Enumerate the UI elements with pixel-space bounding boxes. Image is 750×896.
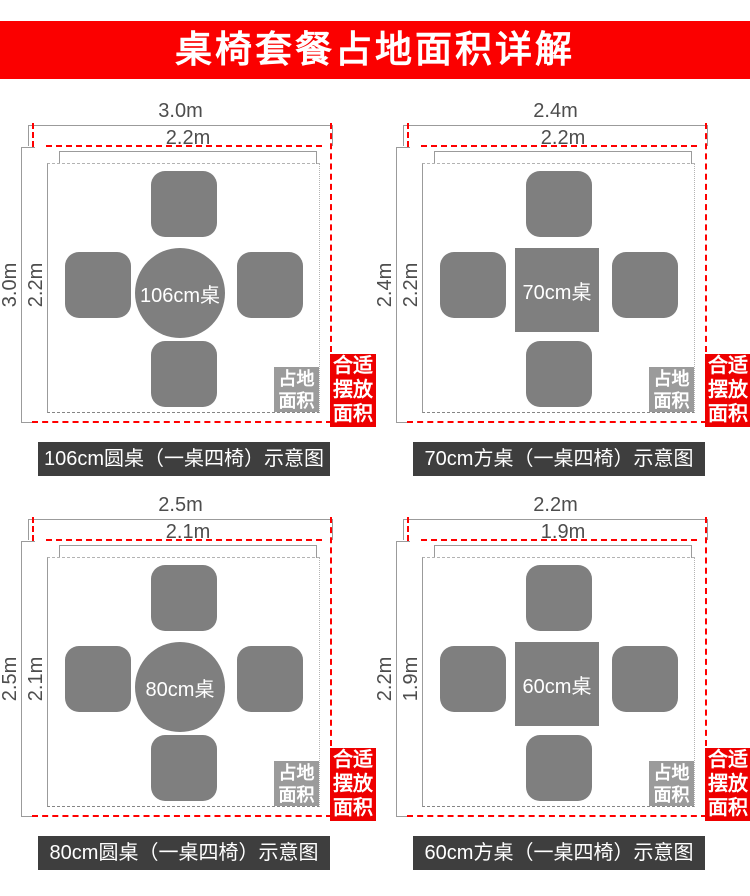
outer-width-label: 2.2m xyxy=(533,494,578,516)
outer-width-bracket xyxy=(28,125,333,146)
chair-right xyxy=(237,646,303,712)
outer-height-label: 3.0m xyxy=(0,262,21,308)
outer-width-bracket xyxy=(28,519,333,540)
placement-area-badge: 合适 摆放 面积 xyxy=(330,748,376,821)
placement-area-outline-top xyxy=(46,145,322,147)
chair-right xyxy=(237,252,303,318)
diagram-panel-3: 2.5m 2.1m 2.5m 2.1m 80cm桌 占地 面积 合适 摆放 面积… xyxy=(0,489,376,883)
outer-width-bracket xyxy=(403,519,708,540)
panel-caption: 80cm圆桌（一桌四椅）示意图 xyxy=(38,836,330,870)
chair-left xyxy=(440,646,506,712)
diagram-panel-4: 2.2m 1.9m 2.2m 1.9m 60cm桌 占地 面积 合适 摆放 面积… xyxy=(374,489,750,883)
diagram-panel-2: 2.4m 2.2m 2.4m 2.2m 70cm桌 占地 面积 合适 摆放 面积… xyxy=(374,95,750,489)
floor-area-outline xyxy=(422,163,695,413)
table: 60cm桌 xyxy=(515,642,599,726)
chair-top xyxy=(151,171,217,237)
outer-height-bracket xyxy=(21,541,35,817)
inner-width-bracket xyxy=(59,151,317,164)
placement-area-badge: 合适 摆放 面积 xyxy=(705,354,750,427)
floor-area-badge: 占地 面积 xyxy=(649,761,694,806)
outer-height-label: 2.5m xyxy=(0,656,21,702)
inner-width-bracket xyxy=(434,545,692,558)
chair-left xyxy=(65,252,131,318)
outer-height-label: 2.4m xyxy=(374,262,396,308)
placement-area-outline-top xyxy=(421,539,697,541)
table-label: 60cm桌 xyxy=(522,675,592,698)
inner-width-label: 2.2m xyxy=(540,127,586,149)
inner-width-bracket xyxy=(434,151,692,164)
floor-area-outline xyxy=(47,163,320,413)
placement-area-outline xyxy=(32,123,332,423)
chair-left xyxy=(65,646,131,712)
inner-width-label: 2.1m xyxy=(165,521,211,543)
outer-height-bracket xyxy=(21,147,35,423)
placement-area-outline-top xyxy=(46,539,322,541)
placement-area-outline-left-stub xyxy=(407,517,409,541)
placement-area-outline-left-stub xyxy=(407,123,409,147)
outer-height-label: 2.2m xyxy=(374,656,396,702)
chair-right xyxy=(612,252,678,318)
table-label: 106cm桌 xyxy=(139,284,221,307)
diagram-panel-1: 3.0m 2.2m 3.0m 2.2m 106cm桌 占地 面积 合适 摆放 面… xyxy=(0,95,376,489)
inner-width-label: 1.9m xyxy=(540,521,586,543)
placement-area-outline xyxy=(407,123,707,423)
placement-area-outline-left-stub xyxy=(32,517,34,541)
floor-area-outline xyxy=(422,557,695,807)
chair-left xyxy=(440,252,506,318)
table: 106cm桌 xyxy=(135,248,225,338)
floor-area-badge: 占地 面积 xyxy=(274,761,319,806)
outer-width-bracket xyxy=(403,125,708,146)
placement-area-badge: 合适 摆放 面积 xyxy=(705,748,750,821)
outer-width-label: 2.5m xyxy=(158,494,203,516)
chair-top xyxy=(526,171,592,237)
placement-area-outline-left-stub xyxy=(32,123,34,147)
floor-area-badge: 占地 面积 xyxy=(274,367,319,412)
table: 70cm桌 xyxy=(515,248,599,332)
floor-area-outline xyxy=(47,557,320,807)
placement-area-outline xyxy=(32,517,332,817)
outer-height-bracket xyxy=(396,147,410,423)
placement-area-badge: 合适 摆放 面积 xyxy=(330,354,376,427)
table-label: 70cm桌 xyxy=(522,281,592,304)
chair-top xyxy=(151,565,217,631)
chair-right xyxy=(612,646,678,712)
chair-bottom xyxy=(526,341,592,407)
panel-caption: 70cm方桌（一桌四椅）示意图 xyxy=(413,442,705,476)
chair-bottom xyxy=(526,735,592,801)
page-title: 桌椅套餐占地面积详解 xyxy=(0,21,750,79)
chair-bottom xyxy=(151,341,217,407)
inner-width-label: 2.2m xyxy=(165,127,211,149)
panel-caption: 106cm圆桌（一桌四椅）示意图 xyxy=(38,442,330,476)
placement-area-outline-top xyxy=(421,145,697,147)
outer-width-label: 3.0m xyxy=(158,100,203,122)
floor-area-badge: 占地 面积 xyxy=(649,367,694,412)
outer-height-bracket xyxy=(396,541,410,817)
outer-width-label: 2.4m xyxy=(533,100,578,122)
table-label: 80cm桌 xyxy=(145,678,215,701)
table: 80cm桌 xyxy=(135,642,225,732)
placement-area-outline xyxy=(407,517,707,817)
diagram-grid: 3.0m 2.2m 3.0m 2.2m 106cm桌 占地 面积 合适 摆放 面… xyxy=(0,95,750,895)
chair-bottom xyxy=(151,735,217,801)
inner-width-bracket xyxy=(59,545,317,558)
chair-top xyxy=(526,565,592,631)
panel-caption: 60cm方桌（一桌四椅）示意图 xyxy=(413,836,705,870)
